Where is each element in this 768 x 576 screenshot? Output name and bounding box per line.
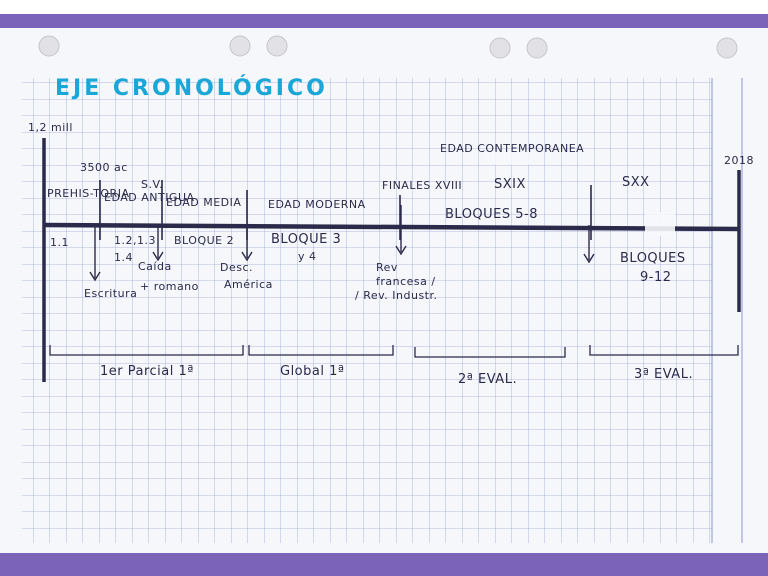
axis-start-label: 1,2 mill <box>28 121 73 134</box>
eval-1er-parcial: 1er Parcial 1ª <box>100 364 194 379</box>
period-antigua: EDAD ANTIGUA <box>104 191 195 204</box>
unit-1-1: 1.1 <box>50 236 69 249</box>
date-3500: 3500 ac <box>80 161 128 174</box>
date-finales-xviii: FINALES XVIII <box>382 179 462 192</box>
bloque-3: BLOQUE 3 <box>271 232 341 247</box>
period-contemporanea: EDAD CONTEMPORANEA <box>440 142 584 155</box>
bloques-9-12-line2: 9-12 <box>640 270 672 285</box>
event-revolucion-line2: francesa / <box>376 275 436 288</box>
event-caida-line2: + romano <box>140 280 199 293</box>
bloques-5-8: BLOQUES 5-8 <box>445 207 538 222</box>
event-revolucion-line3: / Rev. Industr. <box>355 289 438 302</box>
event-revolucion-line1: Rev <box>376 261 398 274</box>
period-media: EDAD MEDIA <box>166 196 241 209</box>
punch-holes <box>38 35 738 59</box>
grid-area <box>22 78 742 543</box>
evaluation-brackets <box>49 345 739 358</box>
period-moderna: EDAD MODERNA <box>268 198 366 211</box>
bottom-border-strip <box>0 553 768 576</box>
period-prehistoria: PREHIS-TORIA <box>47 187 129 200</box>
event-arrows <box>89 205 595 282</box>
eval-3-eval: 3ª EVAL. <box>634 367 693 382</box>
timeline-axis <box>43 222 741 232</box>
axis-end-label: 2018 <box>724 154 754 167</box>
bloque-3-y-4: y 4 <box>298 250 317 263</box>
event-escritura: Escritura <box>84 287 137 300</box>
page-title: EJE CRONOLÓGICO <box>55 75 328 101</box>
event-descubrimiento-line1: Desc. <box>220 261 253 274</box>
period-sxx: SXX <box>622 175 650 190</box>
top-border-strip <box>0 14 768 28</box>
date-s5: S.V. <box>141 178 163 191</box>
correction-fluid-mark-2 <box>482 151 530 165</box>
event-descubrimiento-line2: América <box>224 278 273 291</box>
unit-1-2-1-3: 1.2,1.3 <box>114 234 156 247</box>
bloque-2: BLOQUE 2 <box>174 234 234 247</box>
correction-fluid-mark <box>645 212 675 236</box>
margin-column <box>712 78 742 543</box>
unit-1-4: 1.4 <box>114 251 133 264</box>
bloques-9-12-line1: BLOQUES <box>620 251 686 266</box>
eval-global-1: Global 1ª <box>280 364 345 379</box>
event-caida-line1: Caída <box>138 260 172 273</box>
period-sxix: SXIX <box>494 177 526 192</box>
eval-2-eval: 2ª EVAL. <box>458 372 517 387</box>
